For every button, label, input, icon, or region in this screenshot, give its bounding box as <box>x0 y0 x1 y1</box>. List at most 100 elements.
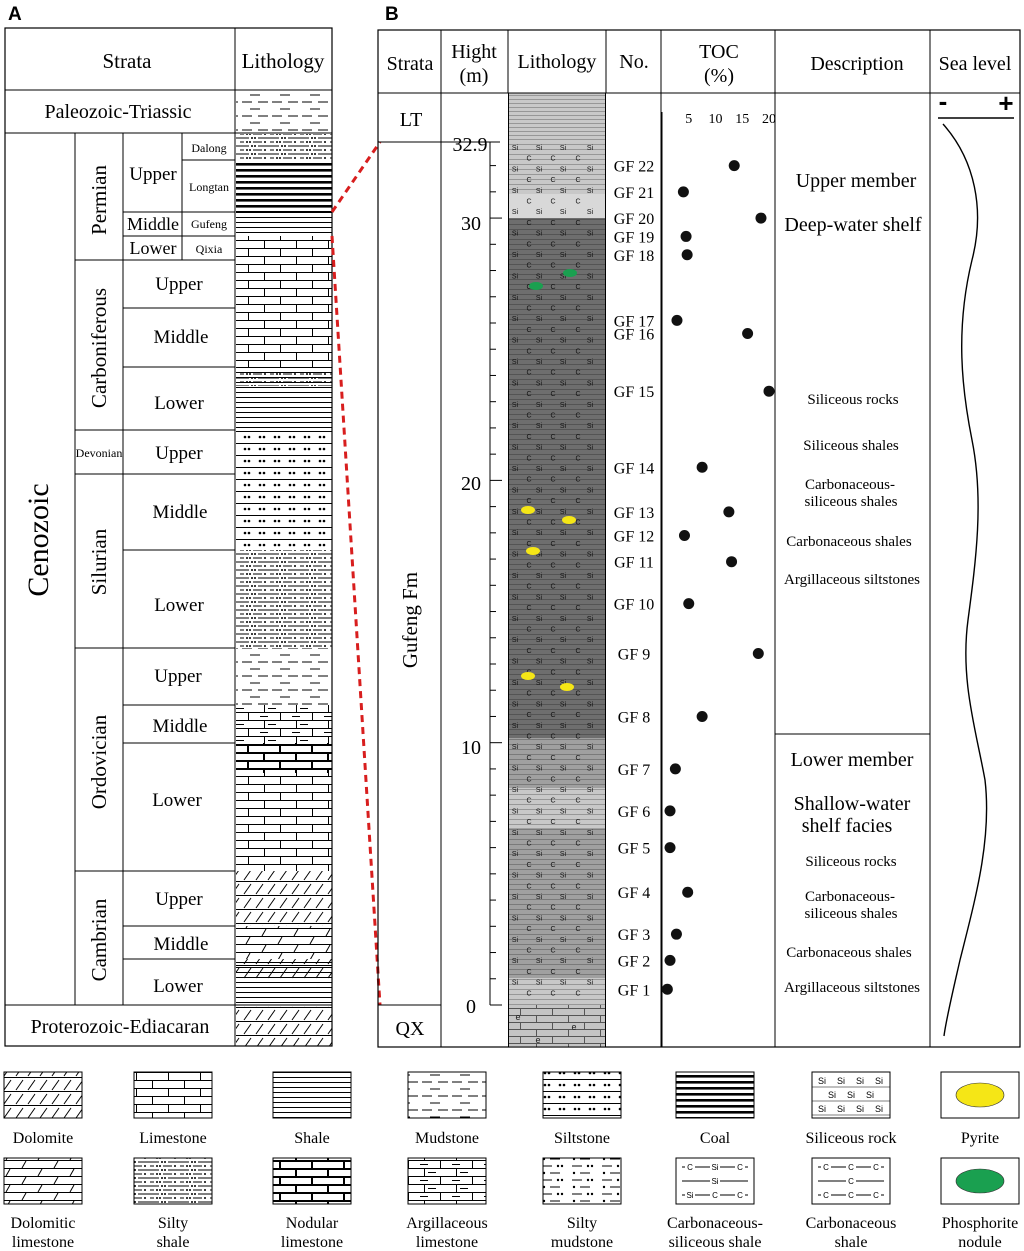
a-formation-longtan: Longtan <box>189 180 229 194</box>
lithology-glyph: Si <box>536 637 543 644</box>
lithology-glyph: Si <box>560 402 567 409</box>
lithology-glyph: Si <box>512 145 519 152</box>
pyrite-nodule <box>521 672 535 680</box>
legend-label: limestone <box>12 1234 74 1251</box>
lithology-glyph: C <box>575 263 580 270</box>
lithology-glyph: C <box>575 498 580 505</box>
lithology-glyph: Si <box>587 766 594 773</box>
toc-point <box>742 327 754 339</box>
sample-label: GF 21 <box>614 185 654 202</box>
lithology-glyph: Si <box>536 680 543 687</box>
lithology-glyph: C <box>550 455 555 462</box>
lithology-glyph: Si <box>536 980 543 987</box>
a-header-strata: Strata <box>103 49 153 73</box>
lithology-glyph: e <box>571 1022 576 1032</box>
lithology-glyph: Si <box>512 380 519 387</box>
lithology-glyph: C <box>575 648 580 655</box>
a-system-devonian: Devonian <box>76 446 123 460</box>
lithology-glyph: Si <box>560 530 567 537</box>
lithology-glyph: C <box>575 562 580 569</box>
lithology-glyph: Si <box>536 659 543 666</box>
lithology-glyph: Si <box>587 359 594 366</box>
lithology-glyph: Si <box>512 552 519 559</box>
b-header-toc-unit: (%) <box>704 65 734 87</box>
sample-label: GF 8 <box>618 709 650 726</box>
lithology-glyph: C <box>550 712 555 719</box>
lithology-glyph: C <box>526 413 531 420</box>
toc-tick-label: 5 <box>685 112 692 127</box>
lithology-glyph: Si <box>587 295 594 302</box>
lithology-glyph: C <box>550 284 555 291</box>
lithology-glyph: Si <box>536 594 543 601</box>
a-series-carb-middle: Middle <box>154 327 209 348</box>
pyrite-nodule <box>560 683 574 691</box>
lithology-glyph: Si <box>512 530 519 537</box>
lithology-glyph: C <box>526 798 531 805</box>
lithology-glyph: C <box>575 284 580 291</box>
lithology-glyph: C <box>550 370 555 377</box>
a-system-cambrian: Cambrian <box>87 898 111 981</box>
lithology-glyph: C <box>550 199 555 206</box>
lithology-glyph: C <box>526 348 531 355</box>
legend-label: Pyrite <box>961 1130 999 1147</box>
lithology-glyph: C <box>550 541 555 548</box>
lithology-glyph: C <box>526 841 531 848</box>
legend-label: shale <box>157 1234 190 1251</box>
a-bottom-row: Proterozoic-Ediacaran <box>31 1016 210 1038</box>
lithology-glyph: Si <box>512 830 519 837</box>
lithology-glyph: Si <box>560 830 567 837</box>
lithology-glyph: Si <box>536 402 543 409</box>
pyrite-nodule <box>521 506 535 514</box>
legend-label: Phosphorite <box>942 1215 1018 1232</box>
lithology-glyph: Si <box>560 723 567 730</box>
a-system-silurian: Silurian <box>87 528 111 595</box>
legend-label: Nodular <box>286 1215 339 1232</box>
lithology-glyph: Si <box>512 423 519 430</box>
lithology-glyph: C <box>575 306 580 313</box>
lithology-glyph: Si <box>587 787 594 794</box>
legend-item: Pyrite <box>940 1071 1020 1147</box>
lithology-glyph: Si <box>536 252 543 259</box>
legend-label: Siliceous rock <box>805 1130 896 1147</box>
lithology-glyph: Si <box>536 552 543 559</box>
lithology-glyph: Si <box>587 273 594 280</box>
lithology-glyph: Si <box>587 637 594 644</box>
a-series-dev-upper: Upper <box>155 443 203 464</box>
lithology-glyph: Si <box>587 723 594 730</box>
sample-label: GF 14 <box>614 460 654 477</box>
svg-text:Si: Si <box>686 1191 693 1200</box>
lithology-glyph: Si <box>560 744 567 751</box>
lithology-glyph: C <box>550 413 555 420</box>
svg-text:Si: Si <box>856 1104 864 1114</box>
lithology-glyph: Si <box>536 808 543 815</box>
panel-b-label: B <box>385 4 399 25</box>
b-header-no: No. <box>619 51 648 73</box>
lithology-glyph: Si <box>536 851 543 858</box>
a-era-label: Cenozoic <box>22 483 55 596</box>
lithology-glyph: C <box>526 926 531 933</box>
toc-point <box>681 249 693 261</box>
svg-text:Si: Si <box>875 1076 883 1086</box>
legend-label: Silty <box>158 1215 188 1232</box>
a-header-lithology: Lithology <box>242 49 325 73</box>
toc-point <box>683 598 695 610</box>
lithology-glyph: Si <box>512 808 519 815</box>
toc-point <box>696 461 708 473</box>
lithology-glyph: Si <box>587 851 594 858</box>
lithology-glyph: Si <box>536 380 543 387</box>
lithology-glyph: C <box>550 969 555 976</box>
desc-upper-l4: Carbonaceous shales <box>786 534 912 550</box>
lithology-glyph: Si <box>560 873 567 880</box>
lithology-glyph: Si <box>587 701 594 708</box>
lithology-glyph: Si <box>560 231 567 238</box>
toc-point <box>728 160 740 172</box>
svg-text:C: C <box>737 1163 743 1172</box>
lithology-glyph: C <box>526 562 531 569</box>
legend-item: Coal <box>675 1071 755 1147</box>
lithology-glyph: Si <box>536 915 543 922</box>
lithology-glyph: C <box>550 605 555 612</box>
lithology-glyph: Si <box>512 637 519 644</box>
